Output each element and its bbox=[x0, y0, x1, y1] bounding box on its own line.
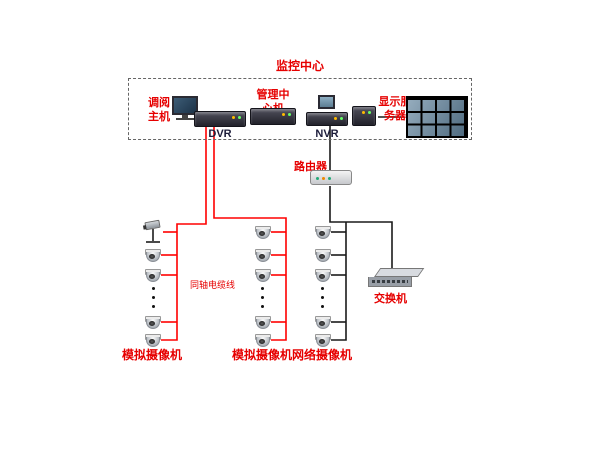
analog-camera-group1-label: 模拟摄像机 bbox=[122, 348, 183, 362]
nvr-label: NVR bbox=[315, 128, 339, 140]
more-cameras-ellipsis bbox=[151, 287, 155, 314]
switch-front-face bbox=[368, 277, 412, 287]
dome-camera-icon bbox=[254, 269, 271, 282]
dome-camera-icon bbox=[254, 249, 271, 262]
review-host-label: 调阅主机 bbox=[148, 97, 170, 123]
ptz-camera-base bbox=[146, 241, 160, 243]
dome-camera-icon bbox=[314, 334, 331, 347]
monitor-screen-icon bbox=[172, 96, 198, 115]
dome-camera-icon bbox=[254, 316, 271, 329]
network-cable-nvr-router-switch bbox=[329, 116, 404, 270]
monitoring-center-title: 监控中心 bbox=[275, 59, 324, 73]
dome-camera-icon bbox=[314, 269, 331, 282]
dome-camera-icon bbox=[144, 269, 161, 282]
dome-camera-icon bbox=[144, 316, 161, 329]
switch-device-icon bbox=[366, 268, 425, 290]
dvr-label: DVR bbox=[208, 128, 232, 140]
dome-camera-icon bbox=[314, 226, 331, 239]
display-server-device-icon bbox=[352, 106, 376, 126]
more-cameras-ellipsis bbox=[320, 287, 324, 314]
network-cable-ip-camera-bus bbox=[331, 222, 347, 341]
display-server-label: 显示服务器 bbox=[378, 96, 412, 122]
more-cameras-ellipsis bbox=[260, 287, 264, 314]
ptz-camera-icon bbox=[142, 219, 164, 243]
dome-camera-icon bbox=[314, 316, 331, 329]
monitor-base-icon bbox=[176, 118, 194, 120]
switch-top-face bbox=[374, 268, 425, 277]
ptz-camera-pole bbox=[152, 229, 154, 241]
dome-camera-icon bbox=[254, 226, 271, 239]
nvr-device-icon bbox=[306, 112, 348, 126]
tv-wall-icon bbox=[406, 96, 468, 138]
dvr-device-icon bbox=[194, 111, 246, 127]
network-camera-group-label: 网络摄像机 bbox=[292, 348, 353, 362]
dome-camera-icon bbox=[314, 249, 331, 262]
analog-cable-dvr-to-group2 bbox=[213, 126, 287, 341]
switch-label: 交换机 bbox=[374, 293, 407, 305]
router-device-icon bbox=[310, 170, 352, 185]
nvr-monitor-icon bbox=[318, 95, 335, 109]
dome-camera-icon bbox=[144, 334, 161, 347]
review-host-pc-icon bbox=[172, 96, 200, 126]
monitoring-center-boundary bbox=[128, 78, 472, 140]
analog-cable-dvr-to-group1 bbox=[161, 126, 207, 341]
coaxial-cable-label: 同轴电缆线 bbox=[190, 280, 236, 290]
management-center-device-icon bbox=[250, 108, 296, 125]
monitor-stand-icon bbox=[182, 115, 188, 118]
dome-camera-icon bbox=[254, 334, 271, 347]
analog-camera-group2-label: 模拟摄像机 bbox=[232, 348, 293, 362]
dome-camera-icon bbox=[144, 249, 161, 262]
